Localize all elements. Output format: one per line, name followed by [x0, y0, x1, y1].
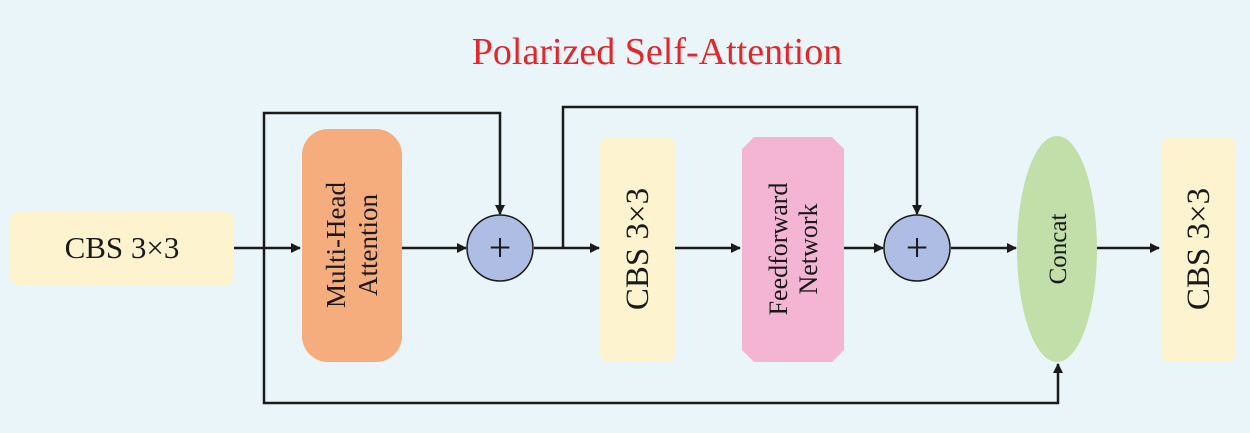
cbs-output-label: CBS 3×3: [1181, 188, 1217, 310]
residual-add-1: +: [466, 214, 534, 282]
multi-head-attention-block: Multi-Head Attention: [302, 129, 402, 362]
multi-head-attention-box: [302, 129, 402, 362]
cbs-mid-block: CBS 3×3: [600, 137, 675, 362]
cbs-input-block: CBS 3×3: [10, 212, 234, 285]
concat-label: Concat: [1045, 214, 1072, 285]
residual-skip-2: [561, 105, 922, 248]
cbs-output-block: CBS 3×3: [1161, 137, 1236, 362]
cbs-input-box: [10, 212, 234, 285]
feedforward-network-label-line2: Network: [794, 204, 823, 295]
plus-icon: +: [489, 225, 512, 270]
connectors: [234, 105, 1160, 405]
concat-ellipse: [1017, 136, 1097, 362]
concat-block: Concat: [1017, 136, 1097, 362]
cbs-mid-label: CBS 3×3: [620, 188, 656, 310]
add-circle-1: [466, 214, 534, 282]
cbs-mid-box: [600, 137, 675, 362]
multi-head-attention-label-line2: Attention: [353, 194, 383, 296]
residual-skip-1: [262, 111, 505, 248]
bottom-skip-to-concat: [262, 248, 1063, 405]
add-circle-2: [883, 214, 951, 282]
feedforward-network-label-line1: Feedforward: [764, 183, 793, 316]
cbs-output-box: [1161, 137, 1236, 362]
residual-add-2: +: [883, 214, 951, 282]
feedforward-network-block: Feedforward Network: [742, 137, 844, 362]
multi-head-attention-label-line1: Multi-Head: [321, 182, 351, 308]
plus-icon: +: [906, 225, 929, 270]
feedforward-network-box: [742, 137, 844, 362]
cbs-input-label: CBS 3×3: [65, 230, 180, 265]
diagram-title: Polarized Self-Attention: [472, 31, 842, 73]
